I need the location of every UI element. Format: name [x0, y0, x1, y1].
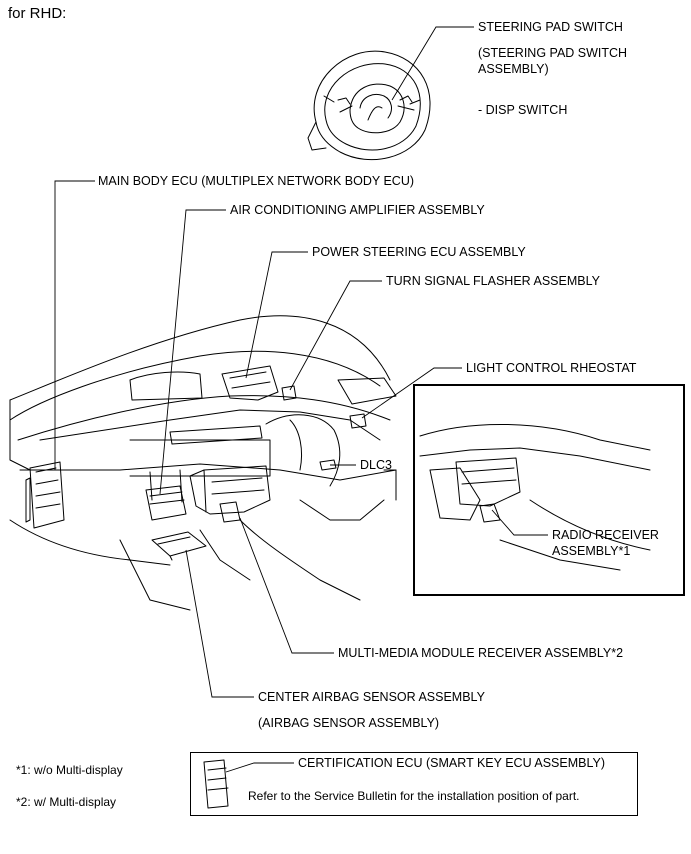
steering-wheel-illustration: [307, 50, 431, 161]
label-main-body-ecu: MAIN BODY ECU (MULTIPLEX NETWORK BODY EC…: [98, 174, 415, 188]
label-light-control-rheostat: LIGHT CONTROL RHEOSTAT: [466, 361, 637, 375]
leader-light-rheostat: [361, 367, 462, 419]
leader-ac-amplifier: [159, 209, 226, 495]
label-steering-pad-assembly-line1: (STEERING PAD SWITCH: [478, 46, 628, 60]
turn-signal-flasher-illustration: [281, 385, 297, 401]
dashboard-illustration: [9, 315, 397, 611]
multimedia-receiver-illustration: [189, 465, 271, 523]
label-ac-amplifier: AIR CONDITIONING AMPLIFIER ASSEMBLY: [230, 203, 485, 217]
footnote-2: *2: w/ Multi-display: [16, 795, 117, 809]
label-center-airbag-sensor: CENTER AIRBAG SENSOR ASSEMBLY: [258, 690, 485, 704]
certification-box: [190, 752, 638, 816]
leader-main-body-ecu: [54, 180, 95, 470]
leader-airbag: [185, 549, 254, 698]
label-radio-receiver-line2: ASSEMBLY*1: [552, 544, 631, 558]
label-certification-ecu: CERTIFICATION ECU (SMART KEY ECU ASSEMBL…: [298, 756, 606, 770]
radio-receiver-inset: [413, 384, 685, 596]
label-turn-signal-flasher: TURN SIGNAL FLASHER ASSEMBLY: [386, 274, 600, 288]
inset-illustration: [419, 424, 651, 571]
leader-multimedia: [239, 517, 334, 654]
label-radio-receiver-line1: RADIO RECEIVER: [552, 528, 659, 542]
ac-amplifier-illustration: [145, 485, 187, 521]
label-dlc3: DLC3: [360, 458, 392, 472]
light-control-rheostat-illustration: [349, 413, 367, 429]
label-steering-pad-switch: STEERING PAD SWITCH: [478, 20, 623, 34]
certification-ecu-illustration: [203, 759, 229, 809]
certification-note: Refer to the Service Bulletin for the in…: [248, 789, 580, 803]
airbag-sensor-illustration: [151, 531, 207, 561]
leader-certification: [225, 762, 294, 773]
leader-steering-pad: [391, 26, 474, 101]
leader-power-steering: [245, 251, 308, 379]
leader-radio-receiver: [491, 509, 548, 536]
power-steering-ecu-illustration: [221, 365, 279, 401]
dlc3-illustration: [319, 459, 337, 471]
label-multimedia-receiver: MULTI-MEDIA MODULE RECEIVER ASSEMBLY*2: [338, 646, 624, 660]
label-power-steering-ecu: POWER STEERING ECU ASSEMBLY: [312, 245, 526, 259]
page-heading: for RHD:: [8, 5, 67, 22]
label-disp-switch: - DISP SWITCH: [478, 103, 568, 117]
footnote-1: *1: w/o Multi-display: [16, 763, 123, 777]
leader-turn-signal: [289, 280, 382, 391]
main-body-ecu-illustration: [25, 461, 65, 529]
label-airbag-sensor-assembly: (AIRBAG SENSOR ASSEMBLY): [258, 716, 440, 730]
label-steering-pad-assembly-line2: ASSEMBLY): [478, 62, 549, 76]
